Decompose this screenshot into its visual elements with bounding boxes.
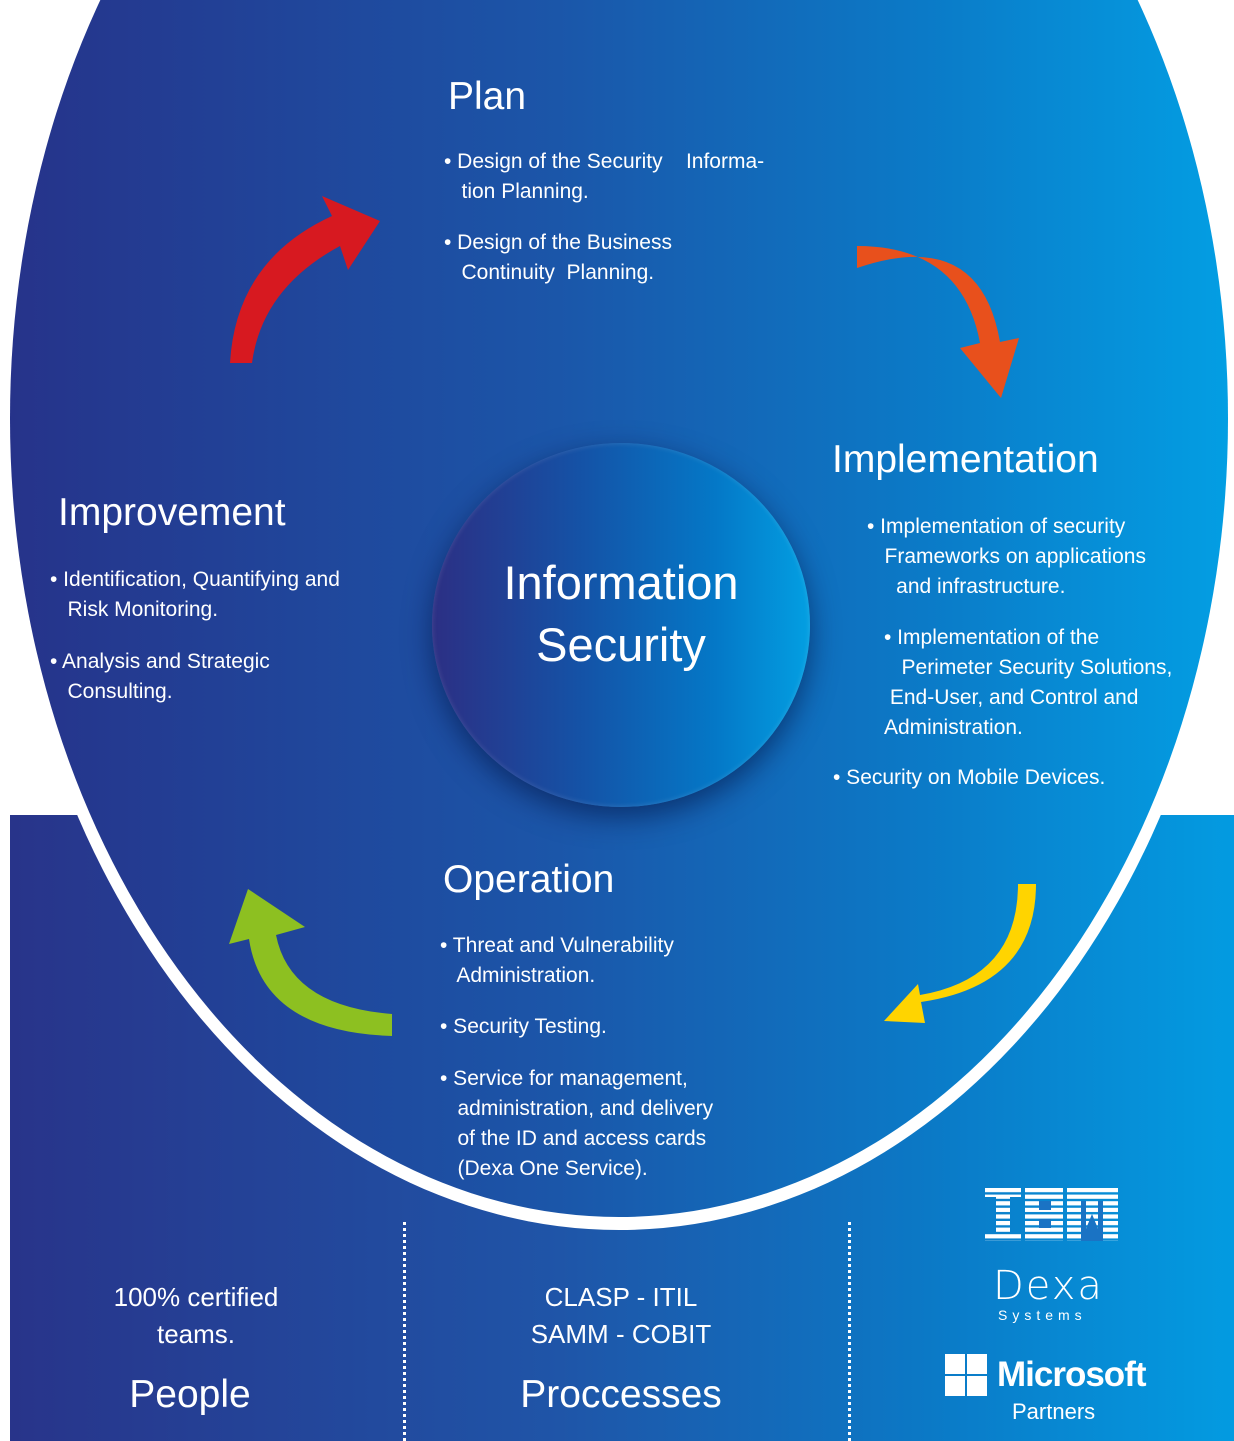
plan-item: • Design of the Business Continuity Plan…	[444, 231, 672, 284]
improvement-item: • Analysis and Strategic Consulting.	[50, 650, 270, 703]
ibm-logo	[985, 1188, 1118, 1241]
dexa-logo: Dexa	[993, 1263, 1104, 1309]
center-title: Information Security	[432, 552, 810, 676]
center-title-line1: Information	[503, 556, 739, 609]
people-title: People	[129, 1373, 251, 1416]
implementation-item: • Implementation of the Perimeter Securi…	[884, 626, 1173, 739]
center-title-line2: Security	[536, 618, 706, 671]
dexa-logo-subtitle: Systems	[998, 1307, 1087, 1323]
improvement-item: • Identification, Quantifying and Risk M…	[50, 568, 340, 621]
people-text: 100% certified teams.	[113, 1282, 279, 1349]
processes-text: CLASP - ITIL SAMM - COBIT	[530, 1282, 712, 1349]
implementation-item: • Security on Mobile Devices.	[833, 766, 1106, 789]
operation-item: • Threat and Vulnerability Administratio…	[440, 934, 674, 987]
partners-label: Partners	[1012, 1399, 1096, 1424]
arrow-plan-icon	[230, 196, 380, 363]
improvement-title: Improvement	[58, 491, 286, 534]
implementation-title: Implementation	[832, 438, 1099, 481]
operation-item: • Service for management, administration…	[440, 1067, 714, 1180]
footer-divider	[403, 1222, 406, 1441]
implementation-item: • Implementation of security Frameworks …	[867, 515, 1146, 598]
arrow-implementation-icon	[857, 246, 1019, 398]
operation-title: Operation	[443, 858, 615, 901]
plan-title: Plan	[448, 75, 527, 118]
operation-item: • Security Testing.	[440, 1015, 607, 1038]
arrow-improvement-icon	[229, 889, 392, 1036]
center-circle	[432, 443, 810, 807]
plan-item: • Design of the Security Informa- tion P…	[444, 150, 765, 203]
footer-divider	[848, 1222, 851, 1441]
microsoft-windows-icon	[945, 1354, 987, 1396]
arrow-operation-icon	[884, 884, 1036, 1023]
processes-title: Proccesses	[520, 1373, 722, 1416]
microsoft-logo-text: Microsoft	[997, 1355, 1146, 1394]
